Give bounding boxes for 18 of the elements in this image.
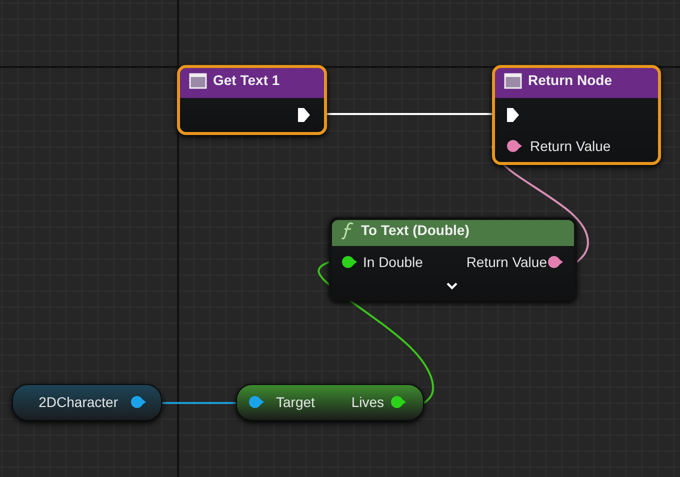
variable-node [12, 384, 162, 421]
node-title: To Text (Double) [361, 221, 470, 239]
node-title: Get Text 1 [213, 71, 280, 89]
connector-wire [491, 146, 589, 263]
function-node [329, 217, 577, 301]
pin-label: 2DCharacter [38, 393, 118, 411]
pin-label: Return Value [530, 137, 611, 155]
function-node [177, 65, 327, 135]
connector-wire [327, 113, 492, 115]
getter-node [236, 384, 424, 421]
connector-wire [162, 402, 236, 404]
connector-wire [318, 261, 434, 404]
function-node [492, 65, 661, 165]
pin-label: Target [276, 393, 315, 411]
node-title: Return Node [528, 71, 612, 89]
pin-label: Return Value [466, 253, 547, 271]
pin-label: Lives [351, 393, 384, 411]
pin-label: In Double [363, 253, 423, 271]
